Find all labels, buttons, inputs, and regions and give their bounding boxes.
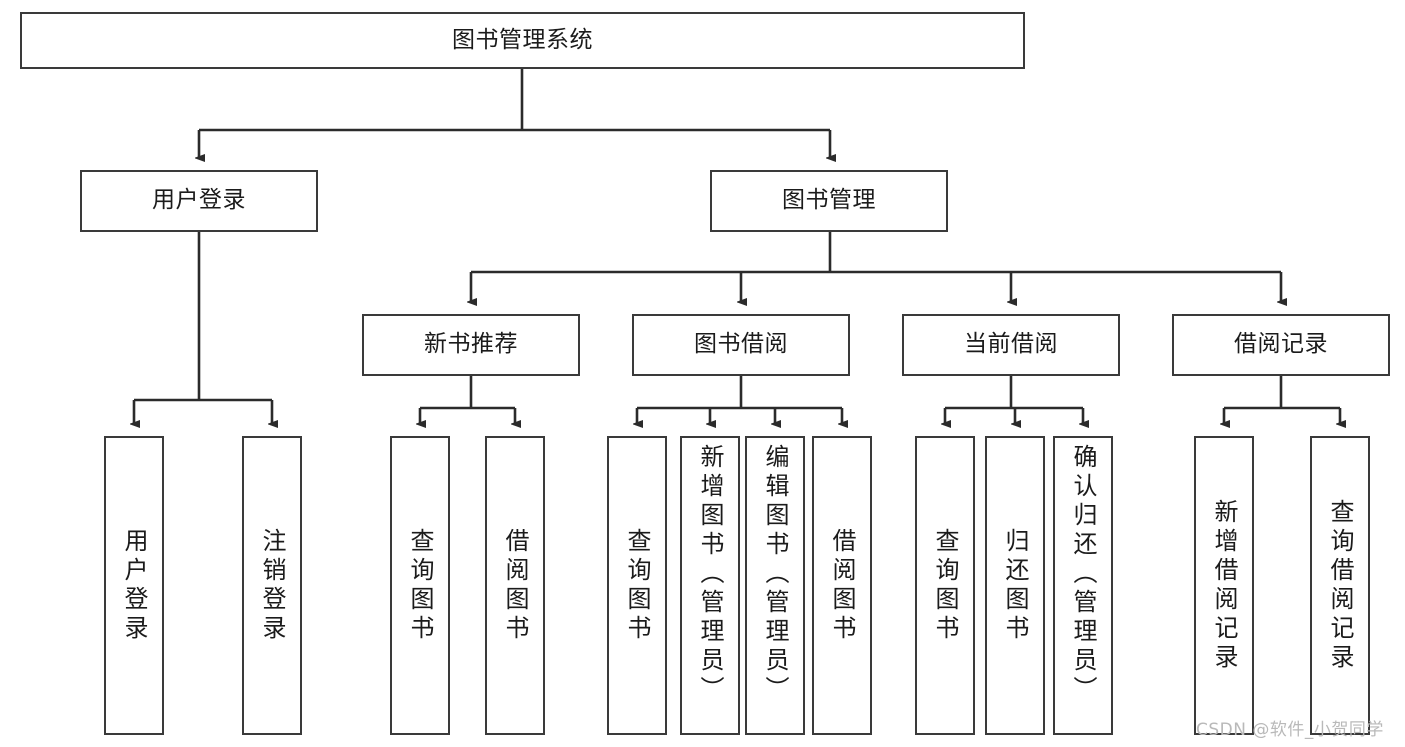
node-leaf-borrow-book-2[interactable]: 借阅图书	[812, 436, 872, 735]
node-borrow-record[interactable]: 借阅记录	[1172, 314, 1390, 376]
node-book-manage-label: 图书管理	[782, 187, 876, 214]
node-leaf-return-book[interactable]: 归还图书	[985, 436, 1045, 735]
node-user-login-label: 用户登录	[152, 187, 246, 214]
node-new-book-rec[interactable]: 新书推荐	[362, 314, 580, 376]
node-book-borrow-label: 图书借阅	[694, 331, 788, 358]
node-borrow-record-label: 借阅记录	[1234, 331, 1328, 358]
node-book-manage[interactable]: 图书管理	[710, 170, 948, 232]
node-root-label: 图书管理系统	[452, 26, 593, 53]
node-leaf-add-record-label: 新增借阅记录	[1210, 498, 1238, 673]
node-leaf-borrow-book-1[interactable]: 借阅图书	[485, 436, 545, 735]
node-leaf-borrow-book-1-label: 借阅图书	[501, 527, 529, 644]
node-leaf-logout-label: 注销登录	[258, 527, 286, 644]
node-leaf-query-record[interactable]: 查询借阅记录	[1310, 436, 1370, 735]
node-leaf-query-book-1[interactable]: 查询图书	[390, 436, 450, 735]
node-current-borrow[interactable]: 当前借阅	[902, 314, 1120, 376]
node-new-book-rec-label: 新书推荐	[424, 331, 518, 358]
node-leaf-query-record-label: 查询借阅记录	[1326, 498, 1354, 673]
node-leaf-query-book-1-label: 查询图书	[406, 527, 434, 644]
node-root[interactable]: 图书管理系统	[20, 12, 1025, 69]
node-user-login[interactable]: 用户登录	[80, 170, 318, 232]
node-leaf-user-login[interactable]: 用户登录	[104, 436, 164, 735]
node-book-borrow[interactable]: 图书借阅	[632, 314, 850, 376]
node-leaf-add-book-label: 新增图书（管理员）	[696, 444, 724, 705]
node-leaf-confirm-return-label: 确认归还（管理员）	[1069, 444, 1097, 705]
node-leaf-confirm-return[interactable]: 确认归还（管理员）	[1053, 436, 1113, 735]
node-leaf-user-login-label: 用户登录	[120, 527, 148, 644]
node-leaf-query-book-3-label: 查询图书	[931, 527, 959, 644]
node-leaf-return-book-label: 归还图书	[1001, 527, 1029, 644]
node-leaf-borrow-book-2-label: 借阅图书	[828, 527, 856, 644]
node-leaf-add-record[interactable]: 新增借阅记录	[1194, 436, 1254, 735]
node-leaf-logout[interactable]: 注销登录	[242, 436, 302, 735]
node-leaf-edit-book[interactable]: 编辑图书（管理员）	[745, 436, 805, 735]
node-current-borrow-label: 当前借阅	[964, 331, 1058, 358]
node-leaf-query-book-2[interactable]: 查询图书	[607, 436, 667, 735]
node-leaf-query-book-2-label: 查询图书	[623, 527, 651, 644]
node-leaf-query-book-3[interactable]: 查询图书	[915, 436, 975, 735]
node-leaf-add-book[interactable]: 新增图书（管理员）	[680, 436, 740, 735]
csdn-watermark: CSDN @软件_小贺同学	[1196, 720, 1384, 740]
node-leaf-edit-book-label: 编辑图书（管理员）	[761, 444, 789, 705]
